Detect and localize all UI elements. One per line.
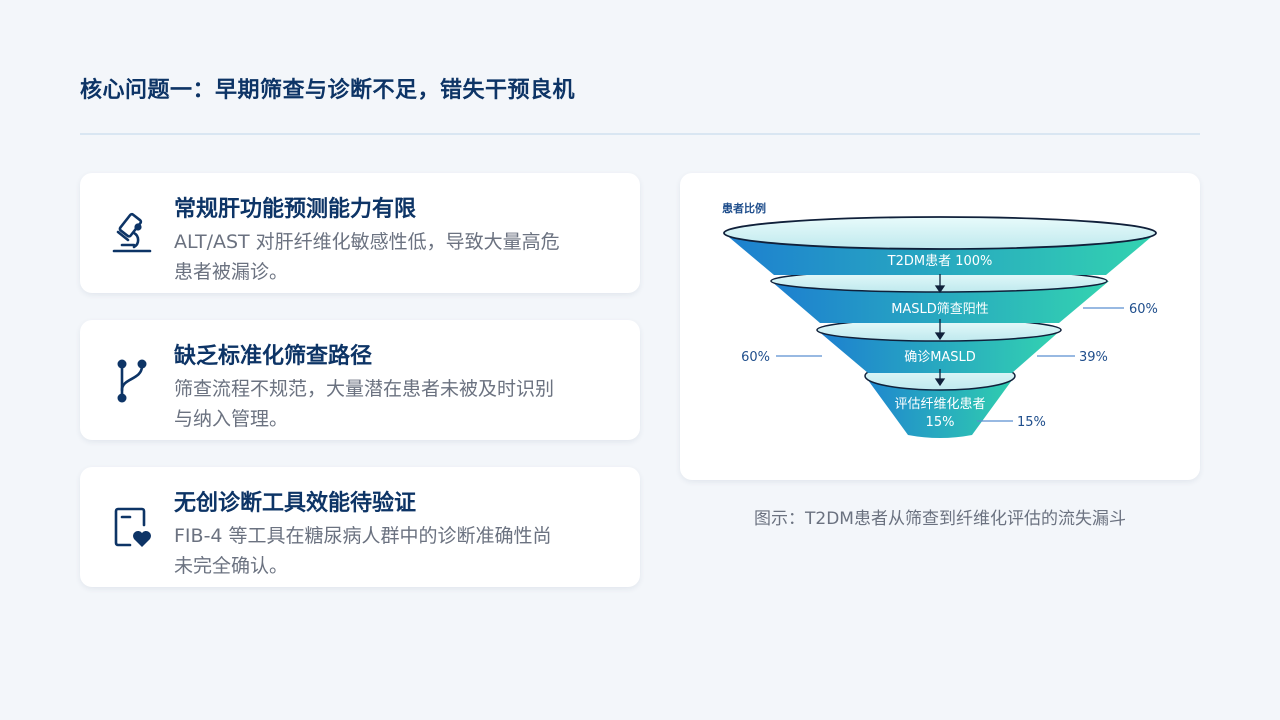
problem-card-screening-path: 缺乏标准化筛查路径 筛查流程不规范，大量潜在患者未被及时识别 与纳入管理。 xyxy=(80,320,640,440)
funnel-diagram: 患者比例 T2DM患者 100% MASLD筛查阳性 确 xyxy=(722,201,1158,438)
problem-card-liver-function: 常规肝功能预测能力有限 ALT/AST 对肝纤维化敏感性低，导致大量高危 患者被… xyxy=(80,173,640,293)
funnel-flow-arrows xyxy=(934,274,946,387)
card-description-line: 未完全确认。 xyxy=(174,555,289,577)
card-heading: 常规肝功能预测能力有限 xyxy=(174,197,417,222)
funnel-stage-2 xyxy=(770,269,1109,323)
funnel-axis-label: 患者比例 xyxy=(722,201,766,215)
card-description-line: ALT/AST 对肝纤维化敏感性低，导致大量高危 xyxy=(174,231,560,253)
figure-caption: 图示：T2DM患者从筛查到纤维化评估的流失漏斗 xyxy=(754,509,1126,529)
card-description: ALT/AST 对肝纤维化敏感性低，导致大量高危 患者被漏诊。 xyxy=(174,227,614,287)
document-heart-icon xyxy=(108,503,156,551)
funnel-stage-1 xyxy=(723,216,1157,275)
card-heading: 缺乏标准化筛查路径 xyxy=(174,344,373,369)
card-description-line: FIB-4 等工具在糖尿病人群中的诊断准确性尚 xyxy=(174,525,552,547)
funnel-callout-value: 39% xyxy=(1079,350,1108,365)
funnel-stage-label: 15% xyxy=(926,415,955,430)
funnel-figure: 患者比例 T2DM患者 100% MASLD筛查阳性 确 xyxy=(680,173,1200,480)
funnel-stage-label: 评估纤维化患者 xyxy=(894,397,985,412)
microscope-icon xyxy=(108,209,156,257)
funnel-stage-label: MASLD筛查阳性 xyxy=(891,302,989,317)
funnel-stage-label: T2DM患者 100% xyxy=(887,254,993,269)
funnel-callout-value: 60% xyxy=(741,350,770,365)
card-description: FIB-4 等工具在糖尿病人群中的诊断准确性尚 未完全确认。 xyxy=(174,521,614,581)
card-description: 筛查流程不规范，大量潜在患者未被及时识别 与纳入管理。 xyxy=(174,374,614,434)
funnel-stage-label: 确诊MASLD xyxy=(904,350,976,365)
funnel-callout-value: 60% xyxy=(1129,302,1158,317)
branch-path-icon xyxy=(108,356,156,404)
card-description-line: 与纳入管理。 xyxy=(174,408,289,430)
card-heading: 无创诊断工具效能待验证 xyxy=(174,491,417,516)
funnel-callout-lines xyxy=(776,307,1124,422)
card-description-line: 患者被漏诊。 xyxy=(174,261,289,283)
problem-card-noninvasive-tools: 无创诊断工具效能待验证 FIB-4 等工具在糖尿病人群中的诊断准确性尚 未完全确… xyxy=(80,467,640,587)
card-description-line: 筛查流程不规范，大量潜在患者未被及时识别 xyxy=(174,378,555,400)
funnel-callout-value: 15% xyxy=(1017,415,1046,430)
funnel-stage-3 xyxy=(816,318,1062,373)
title-divider xyxy=(80,133,1200,135)
page-title: 核心问题一：早期筛查与诊断不足，错失干预良机 xyxy=(80,78,576,103)
